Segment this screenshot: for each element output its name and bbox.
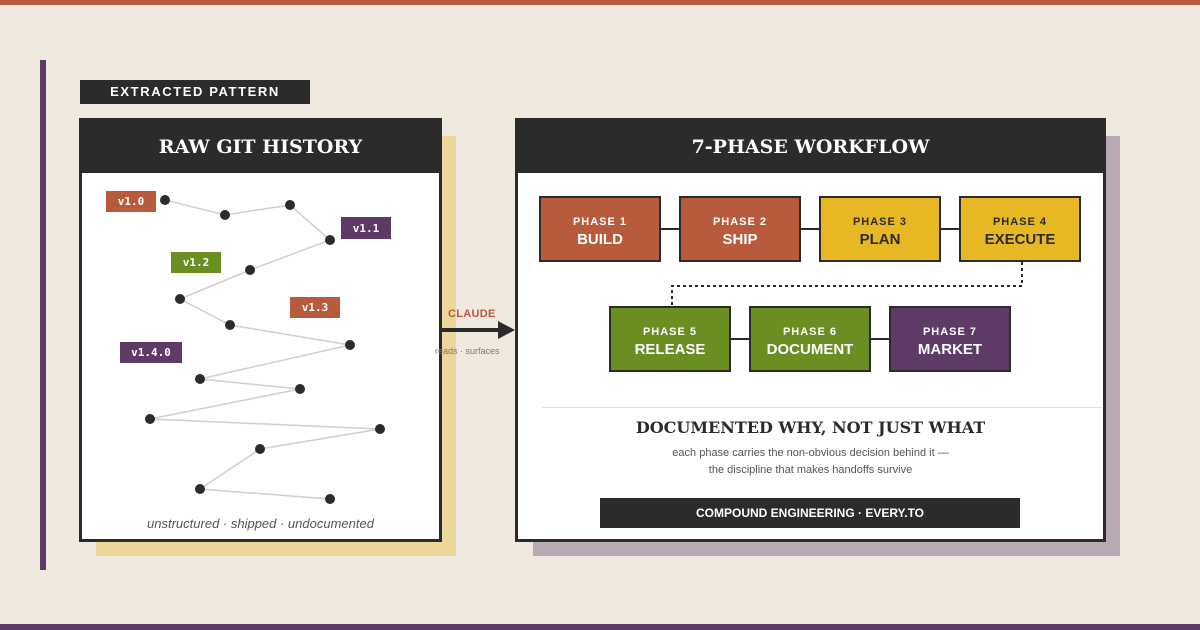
version-tag-v1-3: v1.3 [290,297,340,318]
git-history-graph: v1.0 v1.1 v1.2 v1.3 v1.4.0 [106,191,391,504]
claude-label: CLAUDE [448,308,496,320]
svg-text:v1.2: v1.2 [183,256,210,269]
commit-node [225,320,235,330]
phase-7-market: PHASE 7 MARKET [889,306,1011,372]
phase-6-document: PHASE 6 DOCUMENT [749,306,871,372]
version-tag-v1-2: v1.2 [171,252,221,273]
version-tag-v1-1: v1.1 [341,217,391,239]
why-description-line-2: the discipline that makes handoffs survi… [708,464,913,476]
version-tag-v1-0: v1.0 [106,191,156,212]
commit-node [220,210,230,220]
phase-7-number: PHASE 7 [922,326,978,338]
phase-4-execute: PHASE 4 EXECUTE [959,196,1081,262]
raw-git-history-panel: RAW GIT HISTORY v1.0 v1.1 [79,118,442,542]
phase-5-name: RELEASE [634,341,706,358]
raw-git-history-title: RAW GIT HISTORY [82,121,439,173]
svg-text:v1.0: v1.0 [118,195,145,208]
why-description-line-1: each phase carries the non-obvious decis… [672,447,949,459]
phase-5-release: PHASE 5 RELEASE [609,306,731,372]
section-divider [542,407,1102,408]
seven-phase-workflow-title: 7-PHASE WORKFLOW [518,121,1103,173]
phase-4-name: EXECUTE [984,231,1056,248]
commit-node [325,235,335,245]
reads-surfaces-label: reads · surfaces [435,346,500,356]
version-tag-v1-4-0: v1.4.0 [120,342,182,363]
git-history-caption: unstructured · shipped · undocumented [147,516,374,531]
svg-text:v1.4.0: v1.4.0 [131,346,171,359]
phase-1-build: PHASE 1 BUILD [539,196,661,262]
extracted-pattern-tag: EXTRACTED PATTERN [80,80,310,104]
phase-3-number: PHASE 3 [852,216,908,228]
compound-engineering-footer: COMPOUND ENGINEERING · EVERY.TO [600,498,1020,528]
phase-7-name: MARKET [917,341,983,358]
phase-3-name: PLAN [859,231,901,248]
svg-text:v1.3: v1.3 [302,301,329,314]
commit-path [149,199,381,500]
phase-2-name: SHIP [722,231,758,248]
claude-arrow [440,321,515,339]
phase-1-number: PHASE 1 [572,216,628,228]
commit-node [160,195,170,205]
phase-3-plan: PHASE 3 PLAN [819,196,941,262]
left-accent-bar [40,60,46,570]
commit-node [145,414,155,424]
commit-node [195,374,205,384]
phase-4-number: PHASE 4 [992,216,1048,228]
commit-node [175,294,185,304]
commit-node [285,200,295,210]
phase-2-ship: PHASE 2 SHIP [679,196,801,262]
commit-node [345,340,355,350]
commit-node [295,384,305,394]
phase-6-number: PHASE 6 [782,326,838,338]
phase-5-number: PHASE 5 [642,326,698,338]
bottom-accent-bar [0,624,1200,630]
phase-2-number: PHASE 2 [712,216,768,228]
commit-node [375,424,385,434]
svg-text:v1.1: v1.1 [353,222,380,235]
phase-1-name: BUILD [577,231,623,248]
commit-dots [145,195,385,504]
documented-why-heading: DOCUMENTED WHY, NOT JUST WHAT [635,418,986,437]
seven-phase-workflow-panel: 7-PHASE WORKFLOW PHASE 1 BUILD PHASE 2 S… [515,118,1106,542]
commit-node [255,444,265,454]
commit-node [245,265,255,275]
top-accent-bar [0,0,1200,5]
commit-node [195,484,205,494]
commit-node [325,494,335,504]
phase-connectors [661,228,1023,340]
phase-6-name: DOCUMENT [766,341,854,358]
